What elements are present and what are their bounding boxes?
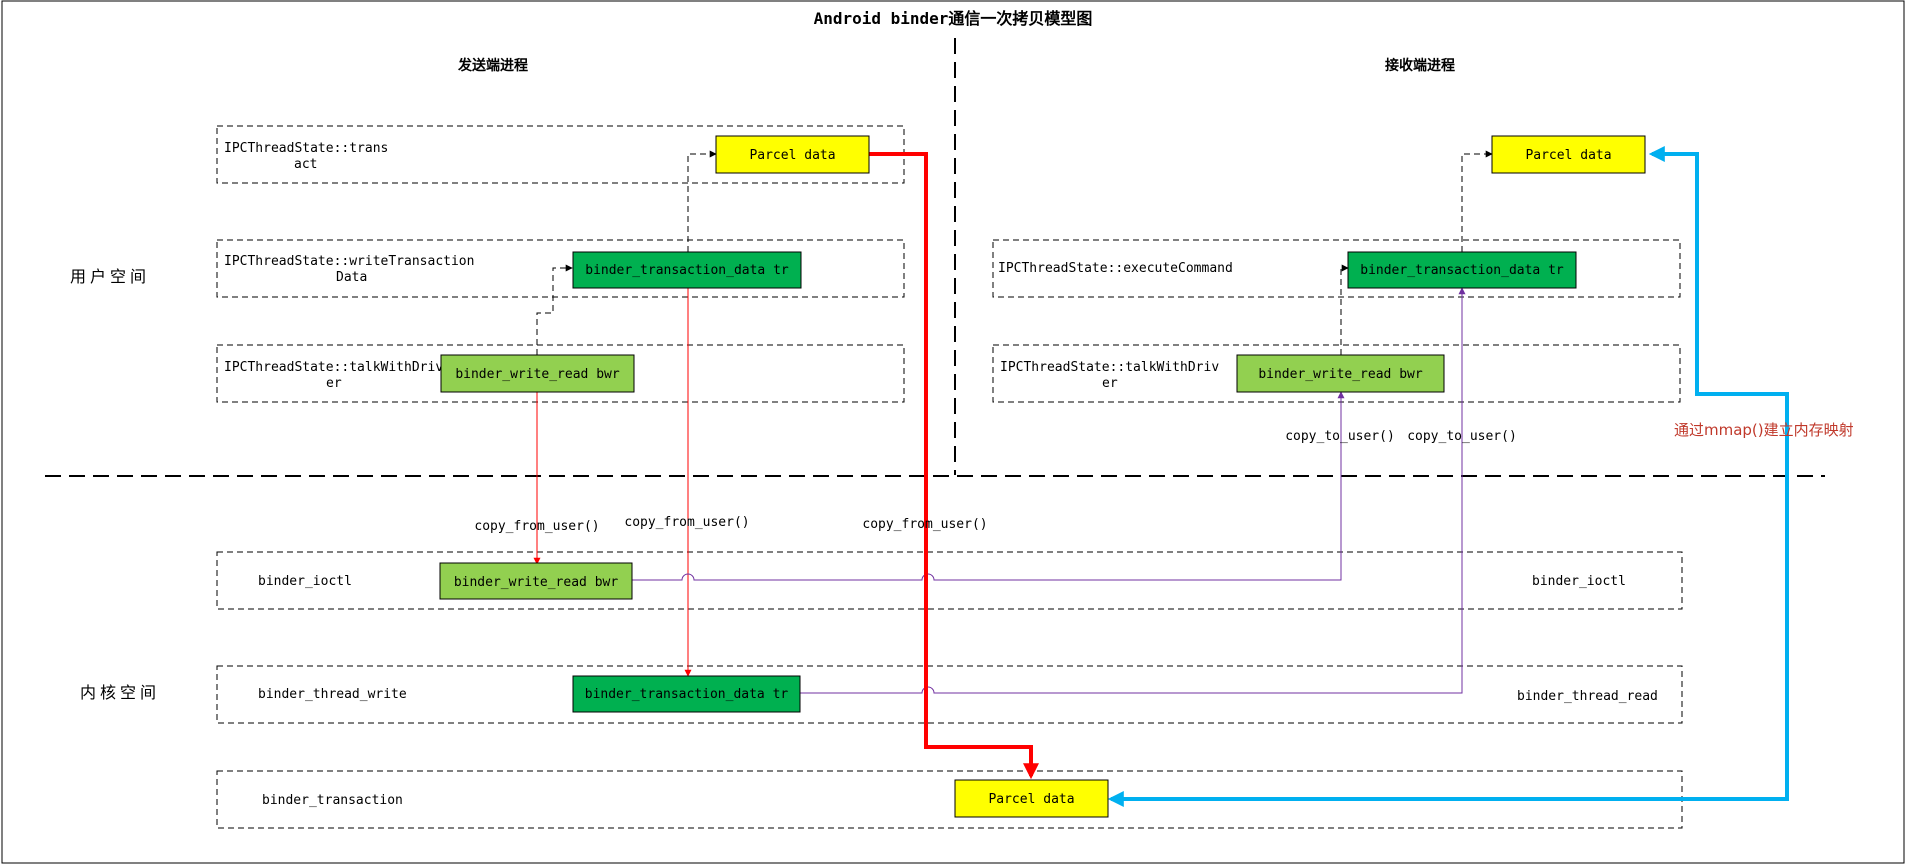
receiver-write-read-box xyxy=(1236,354,1445,393)
kernel-thread-write-label: binder_thread_write xyxy=(258,687,407,702)
kernel-ioctl-left-label: binder_ioctl xyxy=(258,574,352,589)
sender-talkwithdriver-label-line1: IPCThreadState::talkWithDriv xyxy=(224,360,443,375)
sender-talkwithdriver-label-line2: er xyxy=(326,376,342,391)
sender-parcel-data-label: Parcel data xyxy=(749,148,835,163)
kernel-transaction-label: binder_transaction xyxy=(262,793,403,808)
sender-transact-label-line1: IPCThreadState::trans xyxy=(224,141,388,156)
copy-to-user-label-2: copy_to_user() xyxy=(1407,429,1517,444)
receiver-write-read-label: binder_write_read bwr xyxy=(1258,367,1423,382)
sender-parcel-data-box xyxy=(715,135,870,174)
sender-bwr-to-tr-connector xyxy=(536,264,573,355)
kernel-parcel-data-label: Parcel data xyxy=(988,792,1074,807)
kernel-thread-read-label: binder_thread_read xyxy=(1517,689,1658,704)
sender-transaction-data-box xyxy=(572,251,802,289)
kernel-thread-zone xyxy=(216,665,1683,724)
receiver-parcel-data-label: Parcel data xyxy=(1525,148,1611,163)
kernel-transaction-data-box xyxy=(572,675,801,713)
receiver-parcel-data-box xyxy=(1491,135,1646,174)
mmap-note: 通过mmap()建立内存映射 xyxy=(1674,421,1854,439)
copy-from-user-label-3: copy_from_user() xyxy=(862,517,987,532)
sender-writetransaction-label-line2: Data xyxy=(336,270,367,285)
sender-writetransaction-label-line1: IPCThreadState::writeTransaction xyxy=(224,254,474,269)
sender-writetransaction-zone xyxy=(216,239,905,298)
sender-tr-to-parcel-connector xyxy=(687,150,717,252)
sender-transaction-data-label: binder_transaction_data tr xyxy=(585,263,789,278)
receiver-bwr-to-tr-connector xyxy=(1340,264,1349,355)
receiver-talkwithdriver-label-line1: IPCThreadState::talkWithDriv xyxy=(1000,360,1219,375)
sender-transact-label-line2: act xyxy=(294,157,317,172)
receiver-process-header: 接收端进程 xyxy=(1385,57,1455,74)
kernel-ioctl-right-label: binder_ioctl xyxy=(1532,574,1626,589)
copy-to-user-bwr-path xyxy=(632,391,1345,581)
diagram-title: Android binder通信一次拷贝模型图 xyxy=(814,9,1093,28)
sender-write-read-box xyxy=(440,354,635,393)
copy-from-user-label-2: copy_from_user() xyxy=(624,515,749,530)
kernel-transaction-data-label: binder_transaction_data tr xyxy=(585,687,789,702)
sender-talkwithdriver-zone xyxy=(216,344,905,403)
receiver-executecommand-label: IPCThreadState::executeCommand xyxy=(998,261,1233,276)
receiver-talkwithdriver-label-line2: er xyxy=(1102,376,1118,391)
user-space-label: 用户空间 xyxy=(70,267,150,286)
sender-write-read-label: binder_write_read bwr xyxy=(455,367,620,382)
receiver-transaction-data-label: binder_transaction_data tr xyxy=(1360,263,1564,278)
receiver-transaction-data-box xyxy=(1347,251,1577,289)
receiver-tr-to-parcel-connector xyxy=(1461,150,1493,252)
kernel-ioctl-zone xyxy=(216,551,1683,610)
copy-to-user-label-1: copy_to_user() xyxy=(1285,429,1395,444)
parcel-copy-from-user-path xyxy=(869,152,1039,780)
mmap-mapping-path xyxy=(1107,146,1789,807)
kernel-write-read-label: binder_write_read bwr xyxy=(454,575,619,590)
kernel-write-read-box xyxy=(439,562,633,600)
copy-from-user-label-1: copy_from_user() xyxy=(474,519,599,534)
sender-process-header: 发送端进程 xyxy=(457,57,528,74)
kernel-parcel-data-box xyxy=(954,779,1109,818)
copy-to-user-tr-path xyxy=(800,287,1466,694)
kernel-space-label: 内核空间 xyxy=(80,683,160,702)
